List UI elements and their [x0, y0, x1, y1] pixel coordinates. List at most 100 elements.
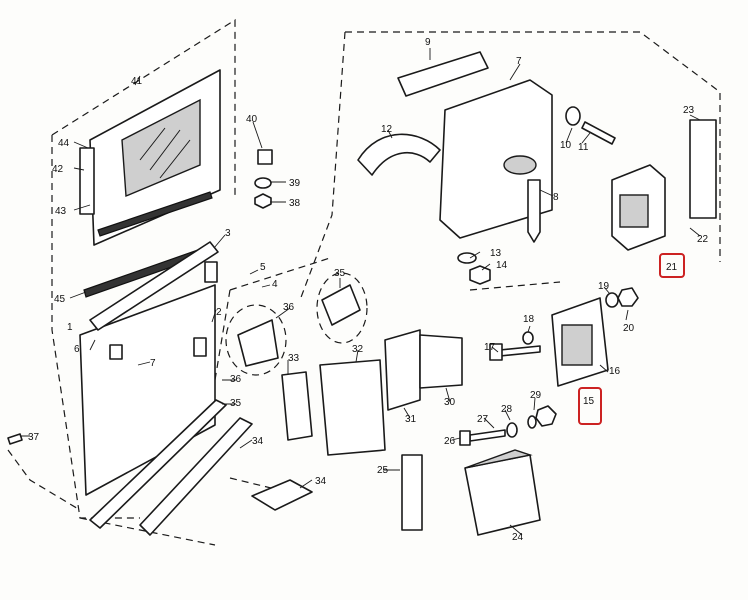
- bolt-17: [499, 345, 541, 357]
- callout-5: 5: [260, 262, 266, 273]
- hinge-detail-lower: [225, 304, 287, 376]
- hinge-plate-32: [319, 359, 386, 456]
- callout-32: 32: [352, 344, 364, 355]
- washer-28: [527, 415, 537, 429]
- callout-43: 43: [55, 206, 67, 217]
- callout-1: 1: [67, 322, 73, 333]
- callout-37: 37: [28, 432, 40, 443]
- callout-34b: 34: [315, 476, 327, 487]
- door-top-rail: [89, 241, 219, 331]
- nut-20: [617, 287, 639, 307]
- panel-bracket-top: [204, 261, 218, 283]
- callout-14: 14: [496, 260, 508, 271]
- washer-18: [522, 331, 534, 345]
- callout-29: 29: [530, 390, 542, 401]
- bottom-seal-short: [139, 417, 253, 536]
- callout-41: 41: [131, 76, 143, 87]
- callout-22: 22: [697, 234, 709, 245]
- callout-30: 30: [444, 397, 456, 408]
- callout-21: 21: [666, 262, 678, 273]
- callout-19: 19: [598, 281, 610, 292]
- hinge-leaf-30: [419, 334, 463, 389]
- callout-36: 36: [283, 302, 295, 313]
- nut-part: [254, 193, 272, 209]
- latch-insert: [561, 324, 593, 366]
- callout-6: 6: [74, 344, 80, 355]
- callout-42: 42: [52, 164, 64, 175]
- callout-2: 2: [216, 307, 222, 318]
- nut-29: [535, 405, 557, 427]
- lock-gasket-top: [397, 51, 489, 97]
- block-24: [464, 454, 541, 536]
- bolt-26: [469, 429, 506, 442]
- block-24-top: [464, 449, 533, 469]
- washer-27: [506, 422, 518, 438]
- door-panel-boundary: [51, 18, 236, 546]
- striker-plate: [689, 119, 717, 219]
- callout-15: 15: [583, 396, 595, 407]
- outer-handle: [357, 133, 441, 176]
- hinge-detail-circle: [316, 272, 368, 344]
- bottom-seal-long: [89, 399, 227, 529]
- window-glass-reflection: [139, 127, 191, 179]
- callout-26: 26: [444, 436, 456, 447]
- nut-14: [469, 265, 491, 285]
- callout-7b: 7: [516, 56, 522, 67]
- callout-10: 10: [560, 140, 572, 151]
- washer-part: [254, 177, 272, 189]
- lock-group-boundary: [299, 31, 721, 301]
- seal-piece-34: [251, 479, 313, 511]
- callout-39: 39: [289, 178, 301, 189]
- highlight-box-21: [659, 253, 685, 278]
- callout-35b: 35: [230, 398, 242, 409]
- washer-13: [457, 252, 477, 264]
- callout-24: 24: [512, 532, 524, 543]
- clip-part: [257, 149, 273, 165]
- panel-bracket-right: [193, 337, 207, 357]
- callout-3: 3: [225, 228, 231, 239]
- bolt-37: [7, 433, 23, 445]
- callout-44: 44: [58, 138, 70, 149]
- striker-face: [619, 194, 649, 228]
- washer-10: [565, 106, 581, 126]
- callout-11: 11: [578, 142, 589, 153]
- lock-body: [439, 79, 553, 239]
- window-seal-strip: [97, 191, 213, 237]
- hinge-plate-33: [281, 371, 313, 441]
- leader-lines: [20, 48, 701, 536]
- callout-40: 40: [246, 114, 258, 125]
- callout-16: 16: [609, 366, 621, 377]
- lock-cylinder: [503, 155, 537, 175]
- hinge-group-boundary: [214, 257, 331, 381]
- hinge-bracket: [321, 284, 361, 326]
- key-part: [527, 179, 541, 243]
- window-seal-left: [79, 147, 95, 215]
- callout-17: 17: [484, 342, 496, 353]
- callout-13: 13: [490, 248, 502, 259]
- hinge-leaf-31: [384, 329, 421, 411]
- callout-23: 23: [683, 105, 695, 116]
- callout-4: 4: [272, 279, 278, 290]
- window-glass: [121, 98, 201, 198]
- callout-28: 28: [501, 404, 513, 415]
- callout-31: 31: [405, 414, 417, 425]
- highlight-box-15: [578, 387, 602, 425]
- callout-25: 25: [377, 465, 389, 476]
- panel-bracket-left: [109, 344, 123, 360]
- callout-35: 35: [334, 268, 346, 279]
- callout-9: 9: [425, 37, 431, 48]
- callout-36b: 36: [230, 374, 242, 385]
- strap-25: [401, 454, 423, 531]
- hinge-bracket-lower: [237, 319, 279, 367]
- callout-7: 7: [150, 358, 156, 369]
- callout-18: 18: [523, 314, 535, 325]
- callout-12: 12: [381, 124, 393, 135]
- callout-8: 8: [553, 192, 559, 203]
- callout-34: 34: [252, 436, 264, 447]
- callout-38: 38: [289, 198, 301, 209]
- bolt-11: [581, 121, 616, 145]
- washer-19: [605, 292, 619, 308]
- bolt-26-head: [459, 430, 471, 446]
